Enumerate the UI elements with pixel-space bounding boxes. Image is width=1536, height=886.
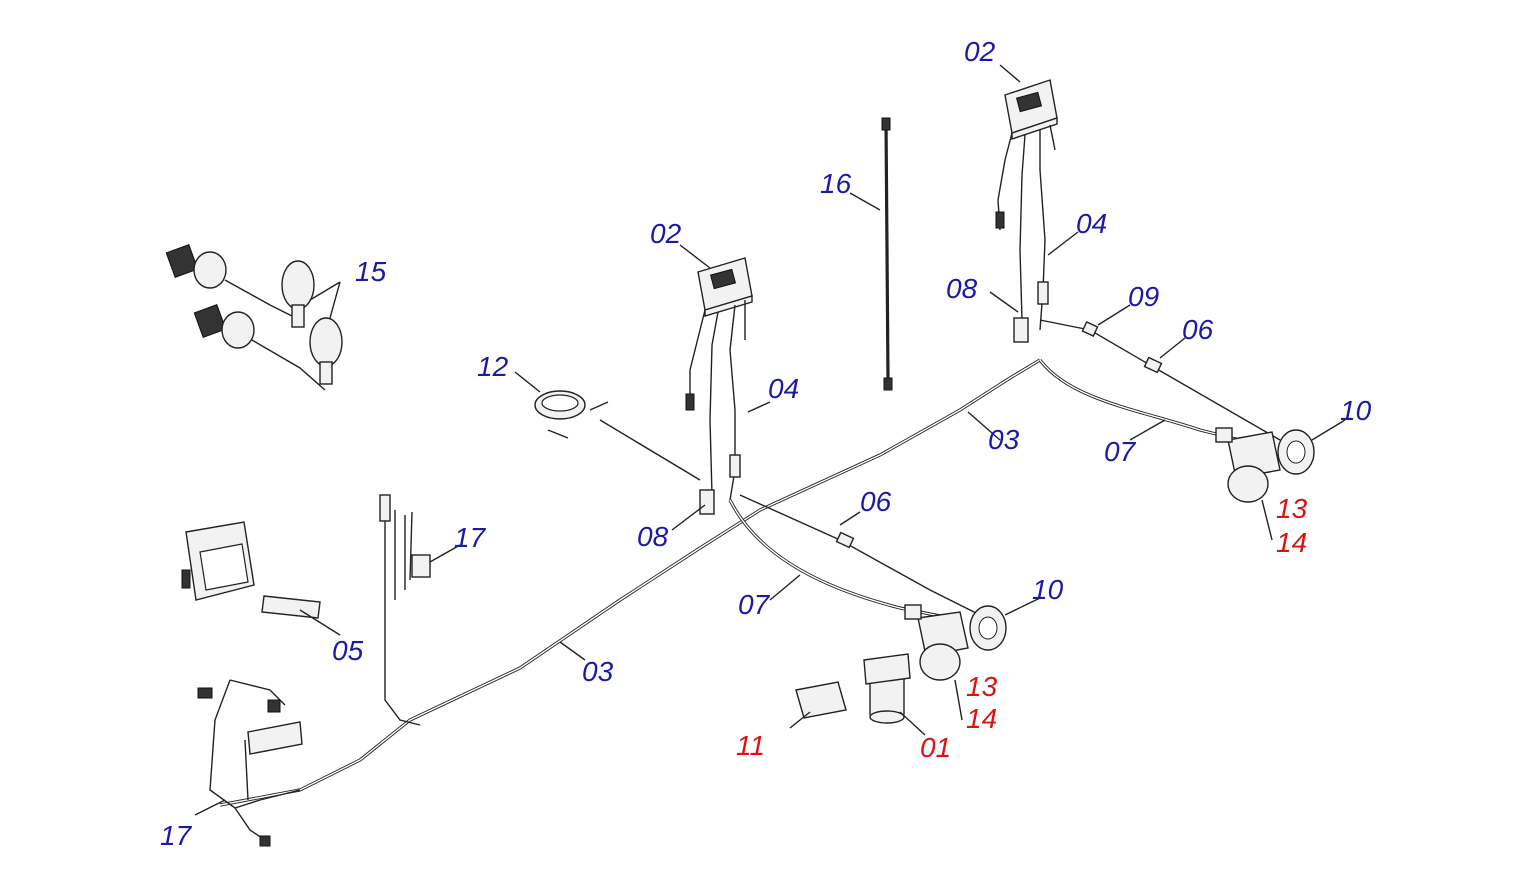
callout-02-left: 02 [650, 218, 682, 249]
callout-03-upper: 03 [988, 424, 1020, 455]
callout-10-upper: 10 [1340, 395, 1372, 426]
valve-block-13-14-upper [1215, 427, 1281, 541]
branch-cable-07-lower [728, 499, 961, 622]
leader-lines [514, 64, 1186, 661]
filter-01 [863, 653, 926, 736]
sensor-15-a [165, 244, 315, 328]
callout-06-lower: 06 [860, 486, 892, 517]
branch-cable-04-right [995, 159, 1049, 343]
branch-cable-04-left [685, 329, 741, 515]
callout-05: 05 [332, 635, 364, 666]
callout-10-lower: 10 [1032, 574, 1064, 605]
actuator-10-lower [969, 597, 1041, 651]
callout-14-upper: 14 [1276, 527, 1308, 558]
branch-cable-07-upper [1038, 359, 1241, 442]
mounting-bracket-05 [261, 595, 341, 636]
callout-13-lower: 13 [966, 671, 998, 702]
callout-09: 09 [1128, 281, 1160, 312]
callout-06-upper: 06 [1182, 314, 1214, 345]
harness-17-upper [379, 494, 461, 726]
callout-07-upper: 07 [1104, 436, 1136, 467]
callout-11: 11 [736, 730, 766, 761]
manifold-11 [789, 681, 847, 729]
main-trunk-cable-03 [219, 358, 1041, 807]
callout-02-right: 02 [964, 36, 996, 67]
cable-06-upper [1039, 319, 1281, 441]
callout-08-left: 08 [637, 521, 669, 552]
leader-15 [309, 281, 341, 319]
actuator-10-upper [1277, 419, 1346, 475]
strap-12 [534, 390, 701, 481]
harness-17-lower [194, 679, 303, 847]
valve-block-13-14-lower [904, 604, 969, 721]
callout-12: 12 [477, 351, 509, 382]
callout-01: 01 [920, 732, 952, 763]
callout-04-left: 04 [768, 373, 800, 404]
callout-15: 15 [355, 256, 387, 287]
cable-06-lower [739, 494, 981, 616]
callout-08-right: 08 [946, 273, 978, 304]
ecu-02-left [697, 257, 753, 351]
display-terminal [181, 521, 255, 601]
callout-17-upper: 17 [454, 522, 486, 553]
callout-13-upper: 13 [1276, 493, 1308, 524]
ecu-02-right [1004, 79, 1058, 176]
callout-03-lower: 03 [582, 656, 614, 687]
callout-07-lower: 07 [738, 589, 770, 620]
callout-17-lower: 17 [160, 820, 192, 851]
cable-16 [881, 117, 893, 391]
callout-04-right: 04 [1076, 208, 1108, 239]
sensor-15-b [193, 304, 343, 391]
callout-14-lower: 14 [966, 703, 998, 734]
callout-16: 16 [820, 168, 852, 199]
